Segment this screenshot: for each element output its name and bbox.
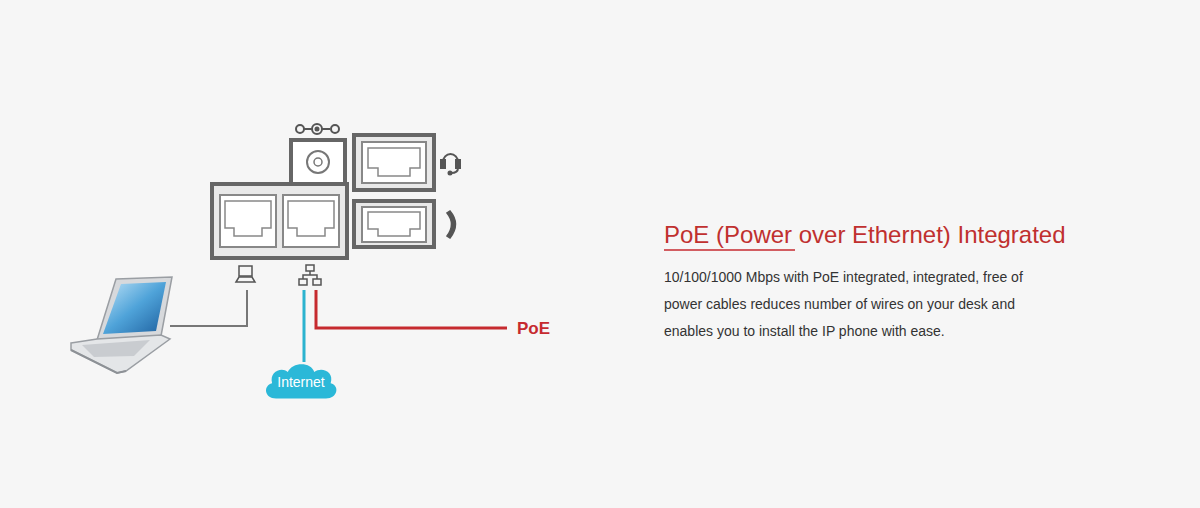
internet-cloud: Internet <box>262 360 340 400</box>
handset-port <box>354 201 434 247</box>
dc-jack <box>291 140 345 186</box>
internet-wire <box>303 290 306 362</box>
lan-pc-ports <box>212 184 347 258</box>
description-text: 10/100/1000 Mbps with PoE integrated, in… <box>664 269 1023 339</box>
polarity-symbol <box>296 124 339 134</box>
description-text-box: 10/100/1000 Mbps with PoE integrated, in… <box>664 264 1036 345</box>
poe-label: PoE <box>517 319 550 338</box>
title-block: PoE (Power over Ethernet) Integrated <box>664 221 1066 249</box>
computer-icon <box>236 266 255 282</box>
cloud-label: Internet <box>262 374 340 390</box>
network-icon <box>299 265 321 285</box>
title-underline <box>664 249 795 251</box>
poe-wire <box>316 290 507 328</box>
headset-icon <box>441 154 460 175</box>
pc-wire <box>170 290 247 326</box>
section-title: PoE (Power over Ethernet) Integrated <box>664 221 1066 248</box>
headset-port <box>354 135 434 190</box>
handset-icon <box>447 211 456 238</box>
poe-label-box: PoE <box>517 318 550 340</box>
laptop <box>71 277 172 373</box>
